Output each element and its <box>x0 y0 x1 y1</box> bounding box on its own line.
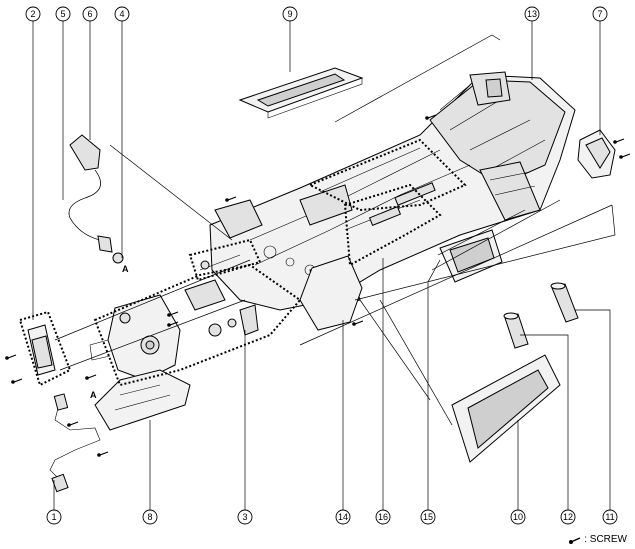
callout-9: 9 <box>282 6 298 22</box>
group-box-shafts <box>307 138 467 212</box>
callout-5: 5 <box>55 6 71 22</box>
wire-harness <box>49 393 101 493</box>
marker-a-lower: A <box>90 390 97 400</box>
svg-text:9: 9 <box>287 9 292 19</box>
svg-text:2: 2 <box>30 9 35 19</box>
shafts <box>319 147 436 231</box>
hose-assembly <box>68 134 124 264</box>
group-box-doors <box>343 183 442 267</box>
svg-text:5: 5 <box>60 9 65 19</box>
callout-13: 13 <box>524 6 540 22</box>
callout-14: 14 <box>335 509 351 525</box>
marker-a-upper: A <box>122 264 129 274</box>
callout-16: 16 <box>375 509 391 525</box>
callout-10: 10 <box>510 509 526 525</box>
callout-3: 3 <box>237 509 253 525</box>
svg-text:6: 6 <box>87 9 92 19</box>
main-case <box>209 71 576 311</box>
screw-legend: : SCREW <box>568 534 627 545</box>
group-box-left <box>18 310 72 387</box>
right-cap <box>577 129 616 179</box>
screw-icon <box>5 114 631 457</box>
callout-leaders <box>32 21 611 510</box>
callout-7: 7 <box>592 6 608 22</box>
svg-text:3: 3 <box>242 512 247 522</box>
svg-text:10: 10 <box>513 512 523 522</box>
callout-4: 4 <box>114 6 130 22</box>
callout-15: 15 <box>420 509 436 525</box>
callout-2: 2 <box>25 6 41 22</box>
callout-11: 11 <box>602 509 618 525</box>
svg-text:15: 15 <box>423 512 433 522</box>
svg-text:8: 8 <box>147 512 152 522</box>
callout-6: 6 <box>82 6 98 22</box>
filter-box <box>299 255 363 331</box>
svg-text:1: 1 <box>51 512 56 522</box>
actuator-cluster <box>89 254 259 381</box>
callout-12: 12 <box>560 509 576 525</box>
svg-text:16: 16 <box>378 512 388 522</box>
group-box-actuator <box>93 263 302 387</box>
svg-text:13: 13 <box>527 9 537 19</box>
svg-text:12: 12 <box>563 512 573 522</box>
screw-legend-label: : SCREW <box>584 534 627 545</box>
svg-text:4: 4 <box>119 9 124 19</box>
frame-bottom <box>451 354 561 463</box>
svg-text:7: 7 <box>597 9 602 19</box>
duct-frame-top <box>238 67 364 119</box>
callout-1: 1 <box>46 509 62 525</box>
lower-duct <box>94 369 191 431</box>
svg-text:14: 14 <box>338 512 348 522</box>
servo-motor-block <box>27 324 56 376</box>
assembly-guide-lines <box>54 34 616 426</box>
pipes <box>503 282 579 349</box>
callout-8: 8 <box>142 509 158 525</box>
svg-text:11: 11 <box>605 512 614 522</box>
screw-icon <box>569 536 581 544</box>
